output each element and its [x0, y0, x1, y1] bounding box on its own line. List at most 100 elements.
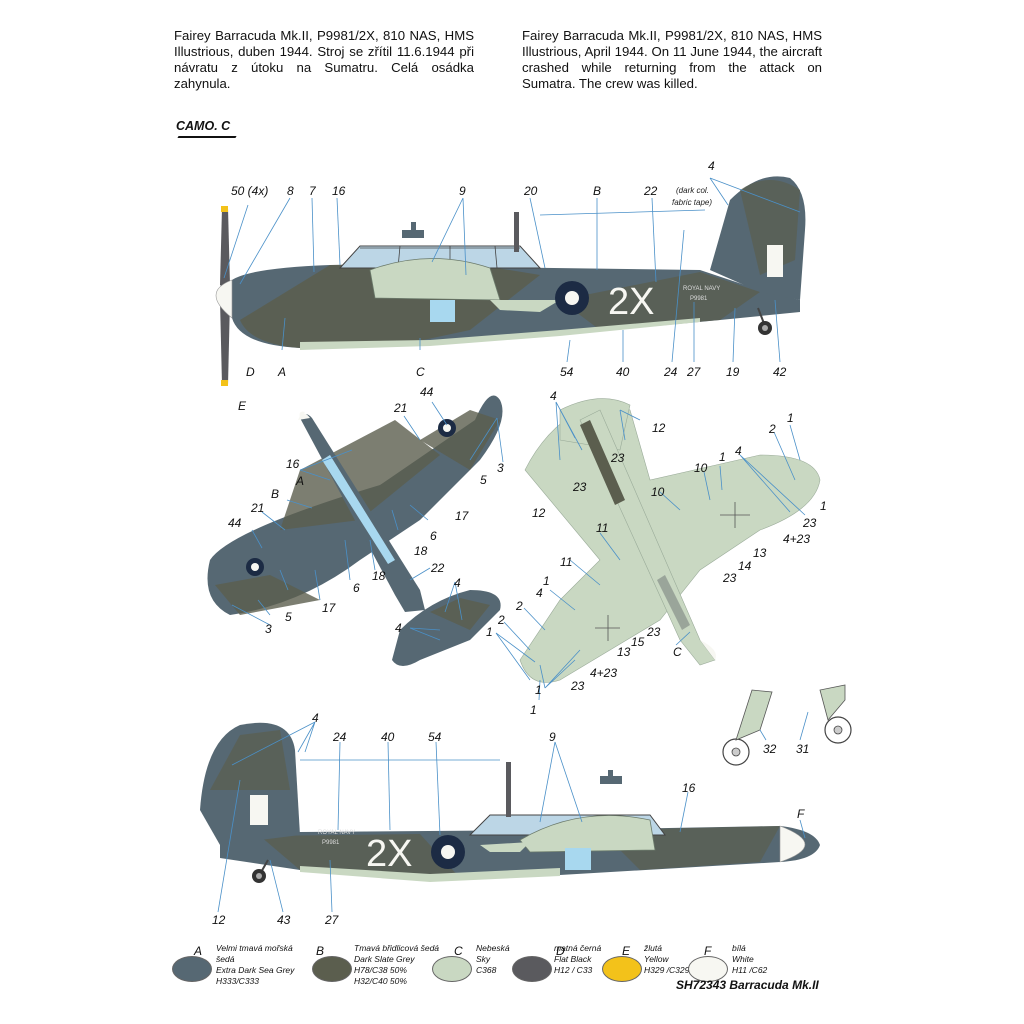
label-23e: 23 — [646, 625, 661, 639]
swatch-D — [512, 956, 552, 982]
label-7: 7 — [309, 184, 317, 198]
prop-tip-lower — [221, 380, 228, 386]
label-A-b: A — [295, 474, 304, 488]
prop-tip-upper — [221, 206, 228, 212]
plan-view-lower — [519, 398, 821, 683]
label-9b: 9 — [549, 730, 556, 744]
royal-navy-text-bottom: ROYAL NAVY — [318, 830, 355, 836]
label-21: 21 — [393, 401, 407, 415]
label-tape-2: fabric tape) — [672, 198, 712, 207]
label-1e: 1 — [486, 625, 493, 639]
label-32: 32 — [763, 742, 777, 756]
label-18b: 18 — [372, 569, 386, 583]
label-4f: 4 — [536, 586, 543, 600]
label-4d: 4 — [550, 389, 557, 403]
label-24: 24 — [663, 365, 678, 379]
label-3b: 3 — [265, 622, 272, 636]
label-1g: 1 — [530, 703, 537, 717]
label-22b: 22 — [430, 561, 445, 575]
label-2b: 2 — [515, 599, 523, 613]
camo-label: CAMO. C — [176, 119, 231, 133]
label-4: 4 — [708, 159, 715, 173]
legend-letter-F: F — [704, 944, 712, 958]
label-44b: 44 — [228, 516, 242, 530]
label-tape-1: (dark col. — [676, 186, 709, 195]
caption-czech: Fairey Barracuda Mk.II, P9981/2X, 810 NA… — [174, 28, 474, 91]
label-27: 27 — [686, 365, 702, 379]
legend-letter-C: C — [454, 944, 463, 958]
label-44: 44 — [420, 385, 434, 399]
caption-english: Fairey Barracuda Mk.II, P9981/2X, 810 NA… — [522, 28, 822, 91]
label-31: 31 — [796, 742, 809, 756]
label-40: 40 — [616, 365, 630, 379]
swatch-C — [432, 956, 472, 982]
label-16c: 16 — [682, 781, 696, 795]
label-12c: 12 — [212, 913, 226, 927]
label-B: B — [593, 184, 601, 198]
label-16: 16 — [332, 184, 346, 198]
label-C-b: C — [673, 645, 682, 659]
label-12b: 12 — [532, 506, 546, 520]
label-40b: 40 — [381, 730, 395, 744]
label-1b: 1 — [719, 450, 726, 464]
label-11: 11 — [596, 521, 608, 535]
callout-labels: 50 (4x) 8 7 16 9 20 B 22 4 (dark col. fa… — [212, 159, 827, 927]
label-2: 2 — [768, 422, 776, 436]
label-15: 15 — [631, 635, 645, 649]
serial-text: P9981 — [690, 296, 708, 302]
label-8: 8 — [287, 184, 294, 198]
spinner-white — [215, 279, 233, 319]
legend-letter-E: E — [622, 944, 631, 958]
label-B-b: B — [271, 487, 279, 501]
fuselage-code: 2X — [608, 281, 654, 323]
label-23c: 23 — [802, 516, 817, 530]
label-19: 19 — [726, 365, 740, 379]
label-54: 54 — [560, 365, 574, 379]
propeller-blade-lower — [220, 296, 230, 385]
propeller-blade-upper — [220, 208, 230, 290]
label-1d: 1 — [543, 574, 550, 588]
label-4p23: 4+23 — [783, 532, 810, 546]
serial-text-bottom: P9981 — [322, 840, 340, 846]
label-10b: 10 — [651, 485, 665, 499]
label-22: 22 — [643, 184, 658, 198]
label-F: F — [797, 807, 805, 821]
footer-title: SH72343 Barracuda Mk.II — [676, 978, 819, 992]
fuselage-code-bottom: 2X — [366, 833, 412, 875]
label-9: 9 — [459, 184, 466, 198]
label-4b: 4 — [454, 576, 461, 590]
label-1c: 1 — [820, 499, 827, 513]
wing-lower — [519, 404, 821, 683]
label-17b: 17 — [322, 601, 337, 615]
label-5b: 5 — [285, 610, 292, 624]
label-4g: 4 — [312, 711, 319, 725]
legend-letter-B: B — [316, 944, 325, 958]
label-23d: 23 — [722, 571, 737, 585]
label-16b: 16 — [286, 457, 300, 471]
legend-letter-A: A — [194, 944, 203, 958]
label-A: A — [277, 365, 286, 379]
label-12: 12 — [652, 421, 666, 435]
fin-flash-white — [767, 245, 783, 277]
label-3: 3 — [497, 461, 504, 475]
label-4e: 4 — [735, 444, 742, 458]
label-50: 50 (4x) — [231, 184, 268, 198]
label-1f: 1 — [535, 683, 542, 697]
undercarriage-detail — [722, 684, 852, 766]
label-54b: 54 — [428, 730, 442, 744]
label-13: 13 — [753, 546, 767, 560]
label-10: 10 — [694, 461, 708, 475]
swatch-A — [172, 956, 212, 982]
label-43: 43 — [277, 913, 291, 927]
label-C: C — [416, 365, 425, 379]
label-13b: 13 — [617, 645, 631, 659]
label-17: 17 — [455, 509, 470, 523]
profile-top: 2X ROYAL NAVY P9981 — [215, 176, 806, 386]
label-23: 23 — [610, 451, 625, 465]
label-23f: 23 — [570, 679, 585, 693]
label-D: D — [246, 365, 255, 379]
